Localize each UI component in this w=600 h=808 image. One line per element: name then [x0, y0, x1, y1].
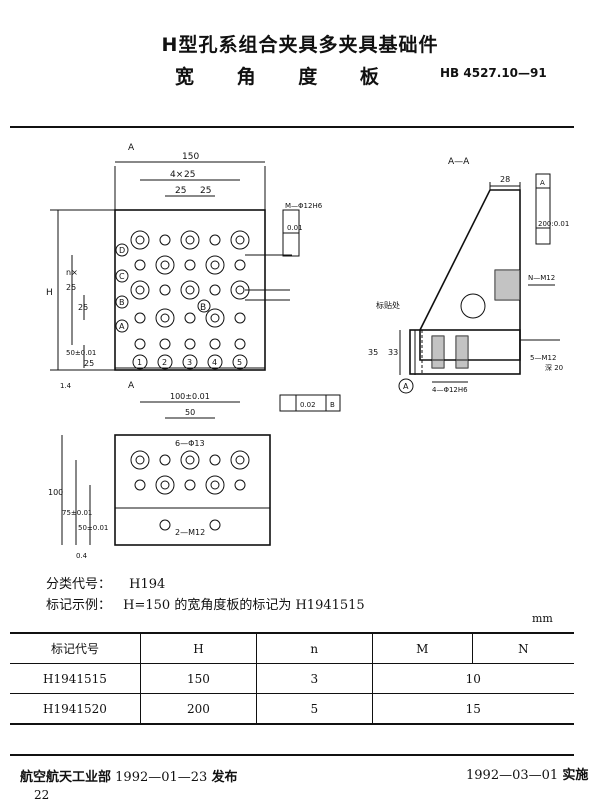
header-n: n: [256, 632, 373, 664]
cell-code: H1941520: [10, 693, 141, 725]
technical-drawing: A 150 4× 25 25 25 H n× 25 25 50±0.01 25 …: [46, 143, 569, 560]
datum-b-label: B: [200, 303, 206, 313]
four-phi12h6-label: 4—Φ12H6: [432, 386, 468, 394]
class-code-line: 分类代号： H194: [46, 573, 165, 592]
row-b-label: B: [119, 298, 125, 307]
col-2-label: 2: [162, 358, 167, 367]
table-header-row: 标记代号 H n M N: [10, 632, 574, 664]
cell-code: H1941515: [10, 663, 141, 694]
datum-a-balloon: A: [403, 382, 409, 391]
tol-002: 0.02: [300, 401, 316, 409]
dim-25-a: 25: [184, 170, 195, 180]
document-title: H型孔系组合夹具多夹具基础件: [161, 34, 439, 56]
col-5-label: 5: [237, 358, 242, 367]
roughness-04: 0.4: [76, 552, 88, 560]
issue-line: 航空航天工业部 1992—01—23 发布: [20, 766, 237, 785]
table-row: H1941515 150 3 10: [10, 663, 574, 694]
view-label-a: A: [128, 143, 135, 153]
five-m12-label: 5—M12: [530, 354, 556, 362]
class-code-label: 分类代号：: [46, 577, 112, 592]
cell-mn: 10: [371, 663, 574, 694]
dim-75-tol: 75±0.01: [62, 509, 92, 517]
six-phi13-label: 6—Φ13: [175, 439, 205, 448]
dim-35: 35: [368, 348, 378, 357]
col-4-label: 4: [212, 358, 217, 367]
tol-m-phi12: M—Φ12H6: [285, 202, 323, 210]
table-row: H1941520 200 5 15: [10, 693, 574, 725]
section-title: A—A: [448, 157, 470, 167]
dim-28: 28: [500, 175, 510, 184]
dim-50-tol-b: 50±0.01: [78, 524, 108, 532]
cell-mn: 15: [371, 693, 574, 725]
dim-25-d: 25: [66, 283, 76, 292]
class-code-value: H194: [129, 577, 166, 592]
dim-33: 33: [388, 348, 398, 357]
front-hole-grid: [130, 230, 250, 350]
top-view-outline: [114, 434, 271, 546]
tol-perpendicular: 200:0.01: [538, 220, 569, 228]
dim-25-e: 25: [78, 303, 88, 312]
header-rule: [10, 126, 574, 128]
header-m: M: [371, 632, 473, 664]
section-hatching: [432, 270, 520, 368]
impl-word: 实施: [562, 768, 589, 783]
page-number: 22: [34, 788, 50, 802]
mark-example-label: 标记示例：: [46, 598, 112, 613]
dim-25-c: 25: [200, 186, 211, 196]
front-view-outline: [114, 209, 266, 371]
dim-h: H: [46, 288, 53, 298]
spec-table: 标记代号 H n M N H1941515 150 3 10 H1941520 …: [10, 632, 574, 725]
cell-n: 5: [256, 693, 373, 725]
mark-example-line: 标记示例： H=150 的宽角度板的标记为 H1941515: [46, 594, 365, 613]
header-code: 标记代号: [10, 632, 141, 664]
dim-100-vertical: 100: [48, 488, 63, 497]
mark-example-text: H=150 的宽角度板的标记为 H1941515: [123, 598, 365, 613]
footer-rule: [10, 754, 574, 756]
col-3-label: 3: [187, 358, 192, 367]
issue-word: 发布: [211, 770, 238, 785]
dim-25-f: 25: [84, 359, 94, 368]
dim-25-b: 25: [175, 186, 186, 196]
section-view-outline: [419, 189, 521, 361]
roughness-14: 1.4: [60, 382, 72, 390]
tol-ref-b: B: [330, 401, 335, 409]
col-1-label: 1: [137, 358, 142, 367]
dim-n: n×: [66, 268, 78, 277]
implementation-line: 1992—03—01 实施: [466, 764, 588, 783]
header-h: H: [139, 632, 258, 664]
two-m12-label: 2—M12: [175, 528, 205, 537]
issue-date: 1992—01—23: [115, 770, 208, 785]
dim-50-tol: 50±0.01: [66, 349, 96, 357]
n-m12-label: N—M12: [528, 274, 555, 282]
dim-4x: 4×: [170, 170, 183, 180]
cell-n: 3: [256, 663, 373, 694]
unit-label: mm: [532, 612, 553, 625]
dim-100-tol: 100±0.01: [170, 392, 210, 401]
label-plate-location: 标贴处: [376, 300, 400, 310]
tol-ref-a: A: [540, 179, 545, 187]
dim-150: 150: [182, 152, 199, 162]
header-nn: N: [471, 632, 574, 664]
tol-001: 0.01: [287, 224, 303, 232]
depth-20-label: 深 20: [545, 363, 563, 372]
view-label-a-2: A: [128, 381, 135, 391]
row-c-label: C: [119, 272, 125, 281]
dim-50: 50: [185, 408, 195, 417]
issuer: 航空航天工业部: [20, 770, 112, 785]
row-d-label: D: [119, 246, 125, 255]
cell-h: 200: [139, 693, 258, 725]
row-a-label: A: [119, 322, 125, 331]
top-hole-grid: [130, 450, 250, 531]
impl-date: 1992—03—01: [466, 768, 559, 783]
cell-h: 150: [139, 663, 258, 694]
document-subtitle: 宽 角 度 板: [175, 66, 397, 88]
standard-number: HB 4527.10—91: [440, 66, 547, 80]
